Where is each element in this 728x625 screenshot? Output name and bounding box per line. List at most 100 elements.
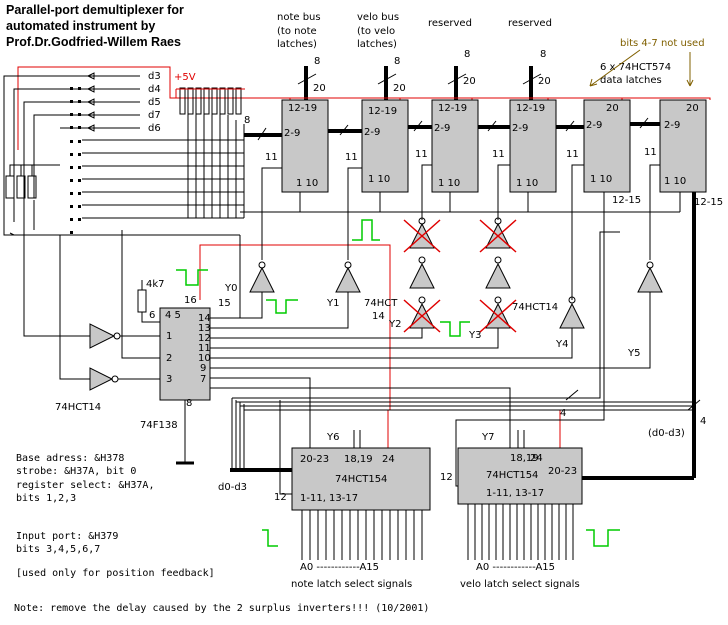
reserved-label-2: reserved bbox=[508, 18, 552, 29]
latch4-side: 2-9 bbox=[512, 123, 528, 134]
pin-45: 4 5 bbox=[165, 310, 181, 321]
data-line-d4: d4 bbox=[148, 84, 161, 95]
bus-20-velo: 20 bbox=[393, 83, 406, 94]
title-line-3: Prof.Dr.Godfried-Willem Raes bbox=[6, 35, 181, 49]
label-y4: Y4 bbox=[555, 339, 568, 350]
dec-out-14: 14 bbox=[198, 313, 211, 324]
bus-8-note: 8 bbox=[314, 56, 320, 67]
pin-6: 6 bbox=[149, 310, 155, 321]
label-y2: Y2 bbox=[388, 319, 401, 330]
demux1-in: 20-23 bbox=[300, 454, 329, 465]
bus-8-res1: 8 bbox=[464, 49, 470, 60]
bus-4-b: 4 bbox=[700, 416, 706, 427]
data-lines bbox=[3, 72, 240, 236]
dec-out-7: 7 bbox=[200, 374, 206, 385]
latch6-ctrl: 1 10 bbox=[664, 176, 686, 187]
data-line-d6: d6 bbox=[148, 123, 161, 134]
decoder-74f138 bbox=[159, 307, 211, 401]
pulse-symbols bbox=[176, 219, 620, 547]
dec-out-11: 11 bbox=[198, 343, 211, 354]
inv-y0 bbox=[249, 266, 275, 293]
latch6-out: 12-15 bbox=[694, 197, 723, 208]
note-select-label: note latch select signals bbox=[291, 579, 412, 590]
dec-out-12: 12 bbox=[198, 333, 211, 344]
bus-8-velo: 8 bbox=[394, 56, 400, 67]
info-line-6: Input port: &H379 bbox=[16, 531, 118, 542]
bus-20-res1: 20 bbox=[463, 76, 476, 87]
demux2-12: 12 bbox=[440, 472, 453, 483]
inv-y3-upper bbox=[485, 262, 511, 289]
clk-11-b: 11 bbox=[345, 152, 358, 163]
data-latches-label-1: 6 x 74HCT574 bbox=[600, 62, 671, 73]
latch-1 bbox=[281, 99, 329, 193]
decoder-label: 74F138 bbox=[140, 420, 178, 431]
demux-wiring bbox=[230, 192, 701, 495]
latch5-out: 12-15 bbox=[612, 195, 641, 206]
bus-20-note: 20 bbox=[313, 83, 326, 94]
data-latches-label-2: data latches bbox=[600, 75, 662, 86]
bits-not-used-label: bits 4-7 not used bbox=[620, 38, 705, 49]
inv-y1 bbox=[335, 266, 361, 293]
latch-6 bbox=[659, 99, 707, 193]
inv-y5 bbox=[637, 266, 663, 293]
velo-bus-label-2: (to velo bbox=[357, 26, 395, 37]
demux1-12: 12 bbox=[274, 492, 287, 503]
pin-16: 16 bbox=[184, 295, 197, 306]
demux2-in: 20-23 bbox=[548, 466, 577, 477]
demux1-out: 1-11, 13-17 bbox=[300, 493, 358, 504]
note-bus-label-3: latches) bbox=[277, 39, 317, 50]
hct14-label-a1: 74HCT bbox=[364, 298, 398, 309]
bus-4-a: 4 bbox=[560, 408, 566, 419]
top-buses bbox=[297, 66, 542, 100]
title-line-2: automated instrument by bbox=[6, 19, 155, 33]
latch3-ctrl: 1 10 bbox=[438, 178, 460, 189]
power-rail bbox=[17, 66, 711, 448]
bus-8-res2: 8 bbox=[540, 49, 546, 60]
hct14-label-b: 74HCT14 bbox=[512, 302, 558, 313]
hct14-label-a2: 14 bbox=[372, 311, 385, 322]
label-y1: Y1 bbox=[326, 298, 339, 309]
latch4-ctrl: 1 10 bbox=[516, 178, 538, 189]
dec-out-9: 9 bbox=[200, 363, 206, 374]
latch6-top: 20 bbox=[686, 103, 699, 114]
footnote: Note: remove the delay caused by the 2 s… bbox=[14, 603, 429, 614]
d0d3-label: d0-d3 bbox=[218, 482, 247, 493]
resistor-label: 4k7 bbox=[146, 279, 165, 290]
latch5-top: 20 bbox=[606, 103, 619, 114]
data-bus-fan bbox=[82, 114, 282, 219]
label-y0: Y0 bbox=[224, 283, 237, 294]
demux-note bbox=[291, 447, 431, 511]
dec-in-3: 3 bbox=[166, 374, 172, 385]
bus-20-res2: 20 bbox=[538, 76, 551, 87]
latch-row bbox=[281, 99, 707, 193]
left-resistors bbox=[5, 164, 60, 199]
latch5-side: 2-9 bbox=[586, 120, 602, 131]
annotation-arrow-left bbox=[589, 49, 641, 87]
pin-15: 15 bbox=[218, 298, 231, 309]
latch-3 bbox=[431, 99, 479, 193]
latch6-side: 2-9 bbox=[664, 120, 680, 131]
latch4-top: 12-19 bbox=[516, 103, 545, 114]
decoder-outputs bbox=[210, 292, 651, 448]
dec-gnd-8: 8 bbox=[186, 398, 192, 409]
demux2-out: 1-11, 13-17 bbox=[486, 488, 544, 499]
info-line-7: bits 3,4,5,6,7 bbox=[16, 544, 100, 555]
reserved-label-1: reserved bbox=[428, 18, 472, 29]
pullup-4k7 bbox=[137, 280, 160, 323]
annotation-arrow-right bbox=[686, 52, 694, 87]
latch1-top: 12-19 bbox=[288, 103, 317, 114]
note-bus-label-2: (to note bbox=[277, 26, 317, 37]
dec-in-2: 2 bbox=[166, 353, 172, 364]
hct14-label-c: 74HCT14 bbox=[55, 402, 101, 413]
info-line-3: register select: &H37A, bbox=[16, 480, 154, 491]
demux-velo bbox=[457, 447, 583, 505]
demux2-24: 24 bbox=[530, 453, 543, 464]
label-y5: Y5 bbox=[627, 348, 640, 359]
dec-out-13: 13 bbox=[198, 323, 211, 334]
velo-bus-label-3: latches) bbox=[357, 39, 397, 50]
inv-y4 bbox=[559, 302, 585, 329]
clk-11-d: 11 bbox=[492, 149, 505, 160]
data-line-d5: d5 bbox=[148, 97, 161, 108]
inverters bbox=[249, 217, 663, 333]
demux2-mid: 18,19 bbox=[510, 453, 539, 464]
